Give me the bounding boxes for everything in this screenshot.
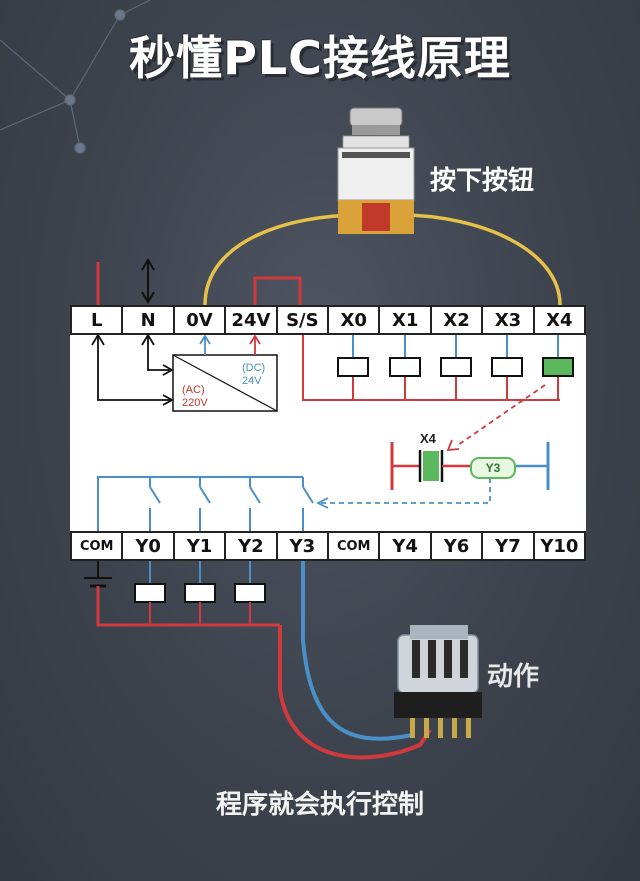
blue-wire-relay <box>301 561 413 741</box>
psu-ac-label: (AC) 220V <box>182 384 208 410</box>
terminal-y7: Y7 <box>481 533 532 559</box>
bottom-terminal-row: COM Y0 Y1 Y2 Y3 COM Y4 Y6 Y7 Y10 <box>70 531 587 561</box>
psu-dc-type: (DC) <box>242 362 266 374</box>
yellow-wire-right <box>399 213 562 306</box>
program-execute-caption: 程序就会执行控制 <box>215 790 424 820</box>
terminal-y6: Y6 <box>429 533 481 559</box>
terminal-y3: Y3 <box>275 533 327 559</box>
page-title: 秒懂PLC接线原理 <box>129 31 511 85</box>
terminal-l: L <box>70 307 121 333</box>
terminal-ss: S/S <box>275 307 327 333</box>
yellow-wire-left <box>203 213 361 306</box>
ladder-contact-label: X4 <box>420 431 436 446</box>
terminal-y10: Y10 <box>532 533 587 559</box>
push-button-icon <box>337 107 415 234</box>
relay-icon <box>394 625 482 738</box>
psu-dc-label: (DC) 24V <box>242 362 265 388</box>
ladder-coil-label: Y3 <box>470 457 516 479</box>
output-contacts <box>149 477 314 531</box>
terminal-y1: Y1 <box>172 533 224 559</box>
red-wire-24v-ss <box>253 276 302 305</box>
psu-dc-voltage: 24V <box>242 375 262 387</box>
press-button-caption: 按下按钮 <box>430 166 535 196</box>
terminal-24v: 24V <box>224 307 275 333</box>
terminal-y2: Y2 <box>224 533 275 559</box>
terminal-x4: X4 <box>532 307 587 333</box>
terminal-x0: X0 <box>327 307 378 333</box>
plc-body <box>70 305 586 560</box>
output-loads <box>134 561 266 625</box>
terminal-0v: 0V <box>172 307 224 333</box>
terminal-x1: X1 <box>378 307 429 333</box>
terminal-x3: X3 <box>481 307 532 333</box>
terminal-n: N <box>121 307 172 333</box>
psu-ac-type: (AC) <box>182 384 205 396</box>
terminal-x2: X2 <box>429 307 481 333</box>
psu-ac-voltage: 220V <box>182 397 208 409</box>
top-terminal-row: L N 0V 24V S/S X0 X1 X2 X3 X4 <box>70 305 587 335</box>
input-coils <box>337 335 574 400</box>
red-wire-relay <box>278 625 432 760</box>
action-caption: 动作 <box>487 662 540 692</box>
terminal-y4: Y4 <box>378 533 429 559</box>
terminal-y0: Y0 <box>121 533 172 559</box>
terminal-com-2: COM <box>327 533 378 559</box>
terminal-com-1: COM <box>70 533 121 559</box>
x4-coil-active <box>542 357 574 377</box>
